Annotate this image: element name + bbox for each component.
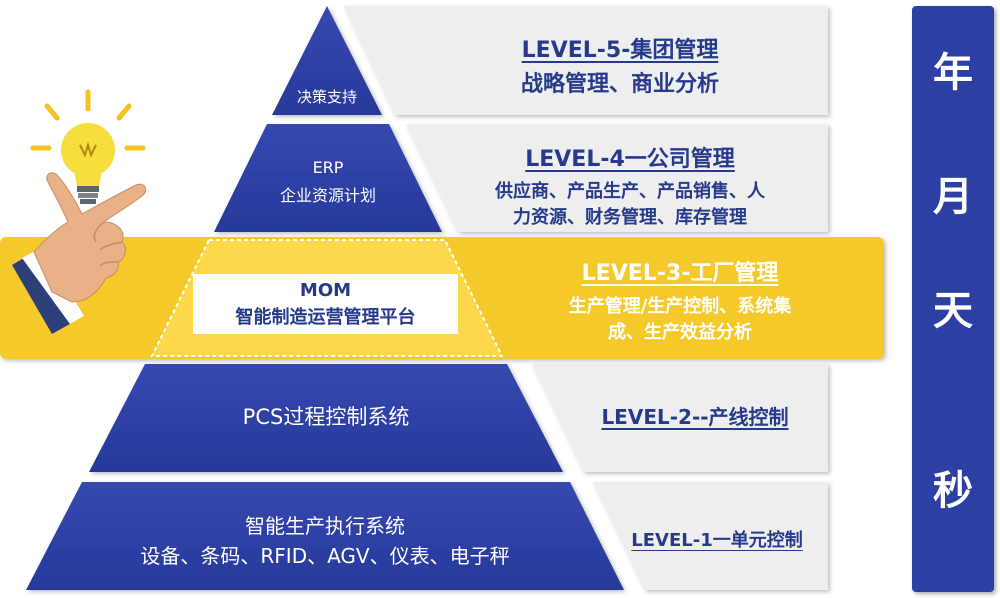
level-2-title: LEVEL-2--产线控制 bbox=[601, 405, 789, 429]
panel-level-1 bbox=[593, 482, 828, 590]
time-char-day: 天 bbox=[933, 288, 973, 334]
time-scale-bar: 年 月 天 秒 bbox=[912, 6, 994, 592]
level-3-desc-line1: 生产管理/生产控制、系统集 bbox=[568, 296, 792, 317]
pointing-hand-icon bbox=[12, 172, 147, 334]
level-4-desc-line2: 力资源、财务管理、库存管理 bbox=[513, 207, 747, 228]
mom-label-box: MOM 智能制造运营管理平台 bbox=[193, 274, 458, 334]
tier-label-execution-sub: 设备、条码、RFID、AGV、仪表、电子秤 bbox=[140, 544, 510, 568]
tier-execution bbox=[26, 482, 624, 590]
level-5-title: LEVEL-5-集团管理 bbox=[521, 38, 719, 63]
tier-pcs bbox=[89, 364, 563, 472]
time-char-month: 月 bbox=[933, 174, 973, 220]
panel-level-4 bbox=[406, 124, 828, 232]
level-4-title: LEVEL-4一公司管理 bbox=[525, 147, 735, 172]
level-3-title: LEVEL-3-工厂管理 bbox=[581, 261, 779, 286]
panel-level-5 bbox=[344, 6, 828, 115]
tier-label-mom: MOM bbox=[299, 279, 352, 301]
tier-label-mom-sub: 智能制造运营管理平台 bbox=[235, 306, 416, 328]
tier-label-erp-sub: 企业资源计划 bbox=[279, 186, 376, 205]
level-1-title: LEVEL-1一单元控制 bbox=[631, 530, 803, 551]
level-3-desc-line2: 成、生产效益分析 bbox=[608, 322, 752, 343]
level-5-desc: 战略管理、商业分析 bbox=[520, 72, 719, 97]
tier-label-pcs: PCS过程控制系统 bbox=[242, 405, 410, 429]
time-char-year: 年 bbox=[933, 50, 973, 96]
level-4-desc-line1: 供应商、产品生产、产品销售、人 bbox=[495, 181, 765, 202]
tier-erp bbox=[214, 124, 442, 232]
tier-label-erp: ERP bbox=[312, 158, 344, 177]
tier-decision-support bbox=[272, 6, 382, 115]
tier-label-decision-support: 决策支持 bbox=[296, 88, 357, 106]
time-char-second: 秒 bbox=[933, 468, 973, 514]
tier-label-execution: 智能生产执行系统 bbox=[245, 514, 405, 538]
panel-level-2 bbox=[532, 364, 828, 472]
light-bulb-icon bbox=[30, 89, 146, 204]
